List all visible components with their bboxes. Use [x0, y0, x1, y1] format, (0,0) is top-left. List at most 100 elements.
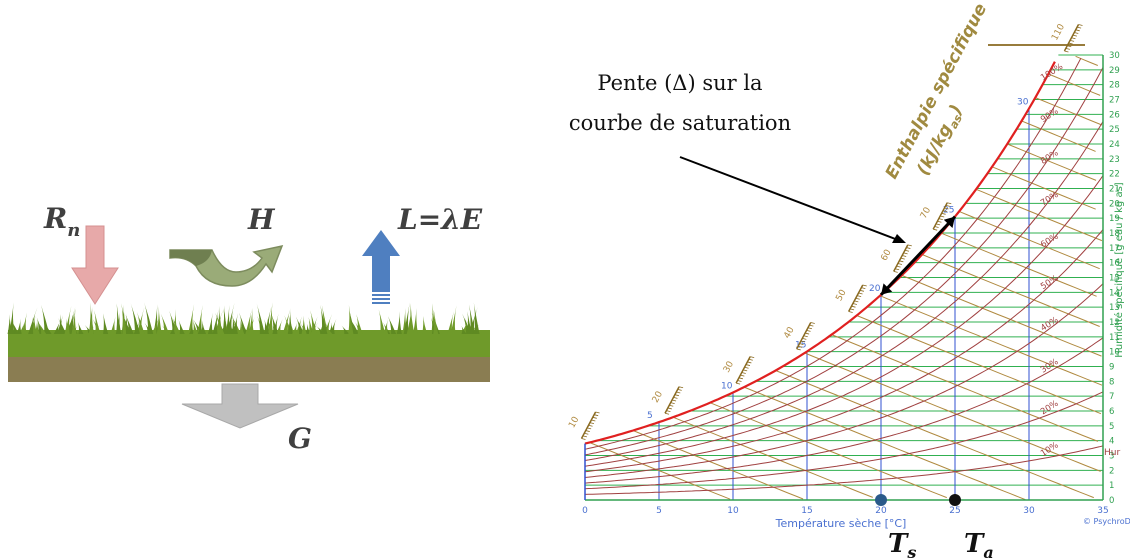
grass-blade: [473, 302, 480, 334]
saturation-temp-label: 10: [721, 381, 733, 391]
grass-blade: [16, 318, 22, 334]
grass-blade: [156, 306, 162, 334]
enthalpy-ruler-tick: [803, 335, 808, 338]
grass-blade: [215, 312, 225, 334]
grass-blade: [433, 309, 439, 334]
x-axis-label: Température sèche [°C]: [775, 517, 907, 530]
enthalpy-ruler-tick: [854, 300, 859, 303]
grass-blade: [264, 306, 272, 334]
enthalpy-ruler-tick: [852, 303, 857, 305]
enthalpy-ruler-tick: [587, 427, 592, 430]
rh-curve: [584, 391, 1104, 490]
grass-blade: [413, 307, 419, 334]
y-tick-label: 6: [1109, 407, 1114, 417]
y-tick-label: 19: [1109, 214, 1120, 224]
grass-blade: [268, 302, 274, 334]
enthalpy-ruler-tick: [1068, 42, 1073, 45]
enthalpy-line: [1021, 120, 1096, 152]
enthalpy-ruler-tick: [584, 432, 589, 435]
grass-blade: [71, 308, 77, 334]
enthalpy-ruler-tick: [807, 327, 813, 330]
enthalpy-title: Enthalpie spécifique (kJ/kgas): [882, 0, 991, 182]
enthalpy-ruler-tick: [1064, 50, 1069, 53]
enthalpy-ruler-tick: [743, 369, 748, 372]
enthalpy-ruler-tick: [942, 210, 948, 213]
y-tick-label: 20: [1109, 199, 1120, 209]
rh-label: 70%: [1039, 190, 1060, 208]
soil-layer: [8, 355, 490, 382]
enthalpy-ruler-tick: [581, 438, 586, 440]
grass-blade: [192, 320, 199, 334]
grass-blade: [169, 323, 176, 334]
enthalpy-line: [991, 166, 1096, 210]
enthalpy-ruler-tick: [592, 416, 597, 419]
grass-blade: [28, 307, 38, 334]
grass-blade: [320, 305, 327, 334]
grass-blade: [64, 318, 70, 334]
rh-label: 40%: [1039, 315, 1060, 333]
enthalpy-ruler-tick: [902, 255, 907, 257]
x-tick-label: 15: [801, 506, 812, 516]
grass-blade: [447, 311, 454, 334]
annotation-line2: courbe de saturation: [569, 111, 791, 135]
grass-blade: [378, 309, 386, 334]
grass-blade: [151, 316, 160, 334]
enthalpy-ruler-tick: [744, 366, 749, 369]
enthalpy-ruler: [664, 386, 680, 414]
enthalpy-line: [856, 315, 1102, 415]
grass-blade: [322, 322, 328, 334]
enthalpy-ruler-tick: [937, 220, 942, 223]
rh-curve: [584, 175, 1104, 467]
y-tick-label: 12: [1109, 318, 1120, 328]
enthalpy-ruler-tick: [796, 348, 801, 351]
enthalpy-ruler-tick: [669, 404, 674, 407]
enthalpy-ruler-tick: [895, 268, 900, 271]
enthalpy-line: [1048, 73, 1101, 96]
grass-blade: [243, 324, 249, 334]
grass-blade: [282, 307, 291, 334]
x-tick-label: 25: [949, 506, 960, 516]
enthalpy-ruler-tick: [896, 265, 901, 268]
y-tick-label: 21: [1109, 185, 1120, 195]
enthalpy-ruler-tick: [741, 372, 746, 374]
y-tick-label: 30: [1109, 51, 1120, 61]
enthalpy-ruler-tick: [740, 374, 745, 377]
x-tick-label: 10: [727, 506, 739, 516]
enthalpy-ruler-tick: [903, 252, 908, 255]
temperature-points: [875, 494, 961, 506]
enthalpy-ruler-tick: [935, 223, 941, 226]
annotation-line1: Pente (Δ) sur la: [597, 71, 762, 95]
enthalpy-ruler-tick: [944, 207, 949, 210]
grass-blade: [287, 310, 293, 334]
rh-curve: [584, 337, 1104, 484]
enthalpy-ruler-tick: [750, 356, 755, 359]
grass-layer: [8, 330, 490, 357]
enthalpy-line: [901, 274, 1102, 357]
saturation-temp-label: 20: [869, 284, 881, 294]
grass-blade: [136, 311, 145, 334]
y-tick-label: 9: [1109, 363, 1114, 373]
enthalpy-ruler-tick: [806, 330, 811, 332]
grass-blade: [329, 318, 337, 334]
grass-blade: [56, 315, 63, 334]
le-arrow: [362, 230, 400, 304]
y-tick-label: 23: [1109, 155, 1120, 165]
enthalpy-ruler-tick: [934, 226, 939, 228]
grass-blade: [122, 314, 132, 334]
enthalpy-ruler-tick: [676, 391, 681, 394]
y-tick-label: 18: [1109, 229, 1120, 239]
grass-blade: [239, 319, 245, 334]
hur-label: Hur: [1104, 448, 1120, 458]
enthalpy-line: [1035, 97, 1103, 126]
rh-label: 50%: [1039, 274, 1060, 292]
enthalpy-ruler-tick: [737, 380, 742, 382]
grass-blade: [396, 311, 402, 334]
y-tick-label: 5: [1109, 422, 1114, 432]
rh-label: 30%: [1039, 357, 1060, 375]
grass-blade: [94, 310, 101, 334]
enthalpy-label: 110: [1050, 22, 1067, 42]
rh-curve: [584, 58, 1082, 450]
enthalpy-ruler-tick: [591, 419, 596, 422]
